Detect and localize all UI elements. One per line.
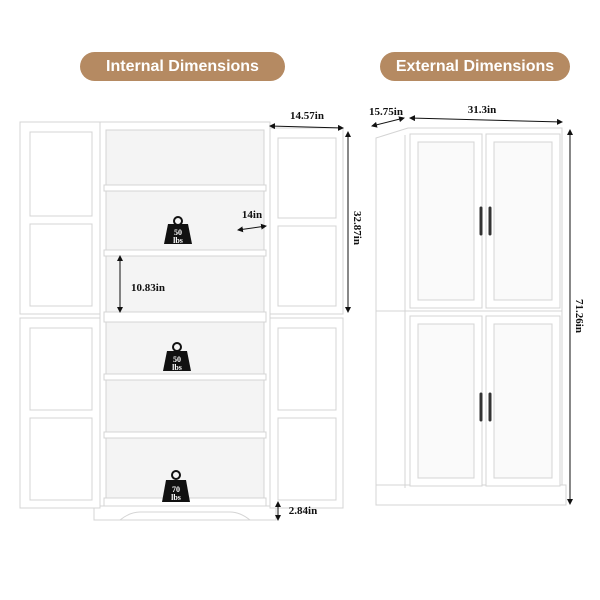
shelf-depth-label: 14in <box>242 209 262 221</box>
weight-badge: 70 lbs <box>162 470 190 502</box>
external-depth-label: 15.75in <box>369 106 403 118</box>
svg-text:50: 50 <box>173 355 181 364</box>
internal-cabinet <box>19 121 344 521</box>
svg-text:lbs: lbs <box>173 236 183 245</box>
svg-text:lbs: lbs <box>171 493 181 502</box>
weight-badge: 50 lbs <box>163 342 191 372</box>
external-height-label: 71.26in <box>573 299 585 333</box>
base-height-label: 2.84in <box>289 505 317 517</box>
external-width-label: 31.3in <box>468 104 496 116</box>
shelf <box>103 431 267 439</box>
shelf <box>103 249 267 257</box>
internal-dimensions-header: Internal Dimensions <box>80 52 285 81</box>
external-dimensions-header: External Dimensions <box>380 52 570 81</box>
shelf <box>103 311 267 323</box>
door-handles <box>479 206 492 422</box>
shelf <box>103 373 267 381</box>
svg-text:50: 50 <box>174 228 182 237</box>
external-cabinet <box>375 127 567 506</box>
internal-depth-label: 14.57in <box>290 110 324 122</box>
shelf-gap-label: 10.83in <box>131 282 165 294</box>
upper-height-label: 32.87in <box>351 211 363 245</box>
shelf <box>103 184 267 192</box>
weight-badge: 50 lbs <box>164 216 192 245</box>
svg-text:lbs: lbs <box>172 363 182 372</box>
svg-text:70: 70 <box>172 485 180 494</box>
